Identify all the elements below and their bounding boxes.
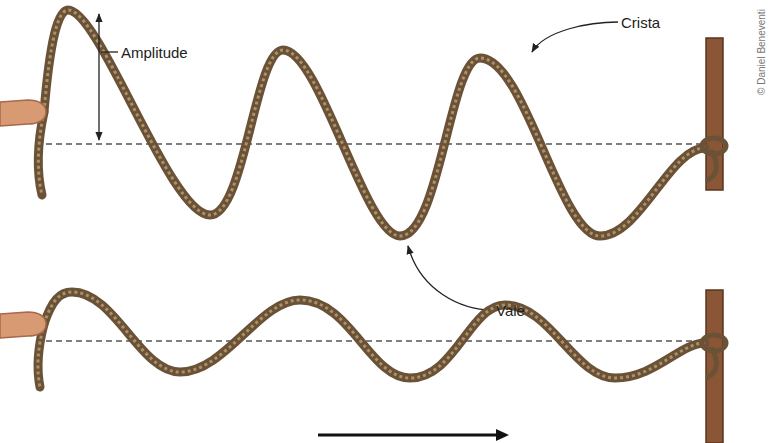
rope-texture bbox=[44, 10, 705, 236]
leader-line bbox=[101, 51, 118, 52]
rope-tail bbox=[38, 112, 44, 195]
trough-label: Vale bbox=[496, 303, 525, 318]
hand bbox=[0, 100, 46, 126]
rope-knot bbox=[708, 349, 716, 377]
equilibrium-line bbox=[46, 340, 705, 342]
equilibrium-line bbox=[46, 143, 705, 145]
direction-arrow bbox=[318, 434, 497, 437]
hand bbox=[0, 312, 46, 338]
copyright-watermark: © Daniel Beneventi bbox=[757, 9, 767, 95]
post bbox=[706, 38, 723, 190]
direction-arrowhead bbox=[496, 429, 509, 441]
amplitude-arrow bbox=[98, 14, 99, 140]
post bbox=[706, 290, 723, 443]
rope-texture bbox=[38, 112, 44, 195]
rope bbox=[44, 292, 705, 378]
amplitude-label: Amplitude bbox=[121, 45, 188, 60]
rope bbox=[44, 10, 705, 236]
leader-line bbox=[408, 246, 493, 310]
crest-label: Crista bbox=[621, 15, 660, 30]
leader-line bbox=[532, 22, 618, 52]
rope-texture bbox=[44, 292, 705, 378]
rope-knot bbox=[708, 152, 716, 180]
